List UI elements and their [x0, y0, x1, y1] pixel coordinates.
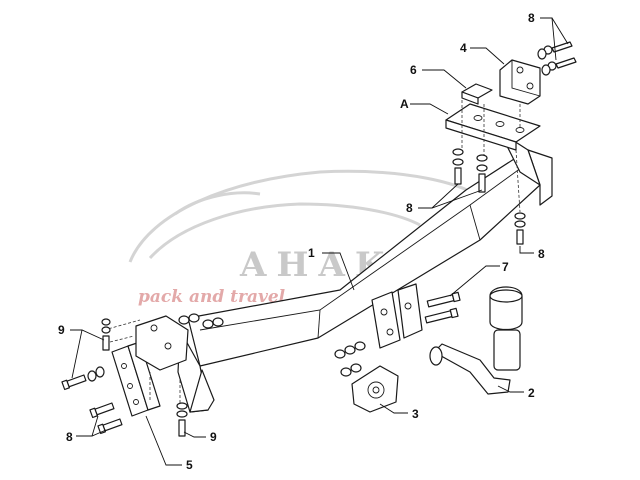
- callout-1: 1: [308, 246, 315, 260]
- bolts-7: [424, 291, 461, 324]
- callout-9-bottom: 9: [210, 430, 217, 444]
- callout-3: 3: [412, 407, 419, 421]
- callout-7: 7: [502, 260, 509, 274]
- leader-lines: [70, 17, 569, 466]
- callout-8-left: 8: [66, 430, 73, 444]
- watermark-tagline: pack and travel: [138, 287, 286, 307]
- alignment-lines-right: [461, 100, 521, 213]
- bracket-plate-a: [445, 103, 541, 151]
- car-silhouette-watermark: [128, 169, 492, 263]
- nuts-center: [334, 341, 366, 377]
- bolts-9-left: [61, 318, 111, 391]
- bolts-8-left: [89, 402, 123, 435]
- bolt-8-right: [514, 212, 526, 245]
- bolts-8-top: [537, 41, 577, 76]
- left-end-bracket: [135, 315, 189, 371]
- callout-6: 6: [410, 63, 417, 77]
- tow-ball-2: [429, 286, 523, 395]
- socket-plate-3: [351, 365, 399, 413]
- bolts-8-mid: [452, 148, 488, 193]
- callout-5: 5: [186, 458, 193, 472]
- callout-4: 4: [460, 41, 467, 55]
- callout-8-top: 8: [528, 11, 535, 25]
- side-plate-5: [111, 341, 161, 417]
- crossbar: [177, 131, 553, 413]
- callout-a: A: [400, 97, 409, 111]
- callout-2: 2: [528, 386, 535, 400]
- bolt-9-bottom: [176, 402, 188, 437]
- ball-mount-bracket: [371, 283, 423, 349]
- callout-9-left: 9: [58, 323, 65, 337]
- callout-labels: 1 2 3 4 5 6 7 A 8 8 8 8 9 9: [58, 11, 545, 472]
- bracket-4: [499, 59, 541, 105]
- callout-8-mid: 8: [406, 201, 413, 215]
- nut-plate-6: [461, 83, 493, 105]
- callout-8-right: 8: [538, 247, 545, 261]
- nuts-row-left: [178, 313, 224, 329]
